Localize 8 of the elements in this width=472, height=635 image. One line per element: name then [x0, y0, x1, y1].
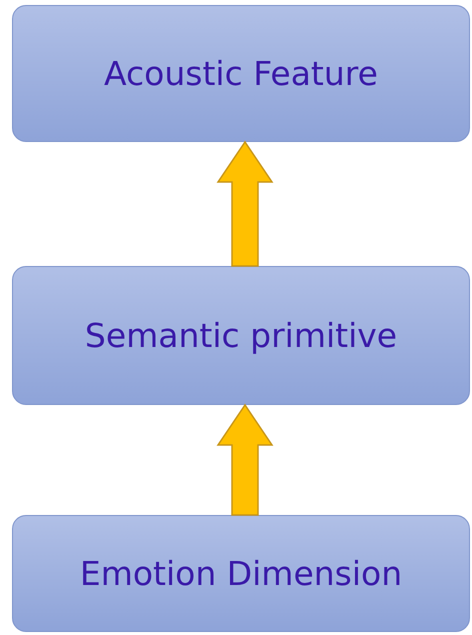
block-arrow — [216, 140, 274, 267]
box-label: Acoustic Feature — [104, 54, 378, 93]
box-label: Emotion Dimension — [80, 554, 402, 593]
box-label: Semantic primitive — [84, 316, 398, 355]
process-box — [12, 515, 470, 632]
block-arrow — [216, 404, 274, 516]
process-box — [12, 266, 470, 405]
process-box — [12, 5, 470, 142]
